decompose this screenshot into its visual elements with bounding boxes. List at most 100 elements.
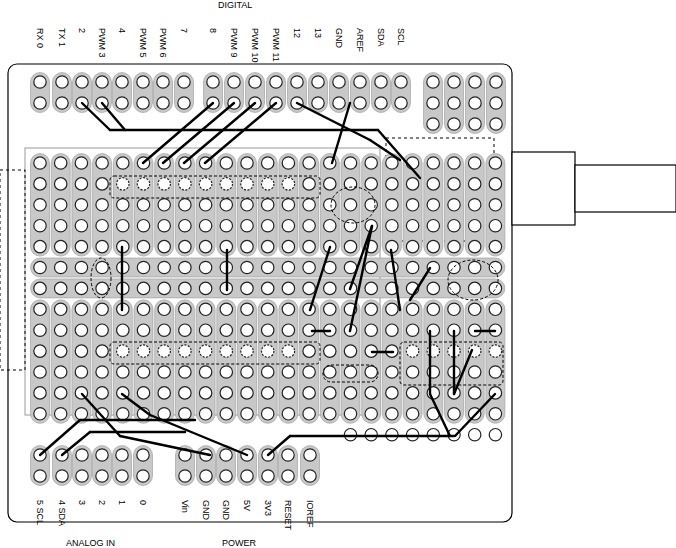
hole (282, 157, 294, 169)
copper-strip (93, 446, 112, 486)
copper-strip (53, 446, 72, 486)
hole (386, 303, 398, 315)
hole (96, 220, 108, 232)
hole (469, 199, 481, 211)
hole (282, 261, 294, 273)
hole (96, 324, 108, 336)
hole (303, 240, 315, 252)
hole (220, 366, 232, 378)
hole (249, 76, 261, 88)
hole (344, 199, 356, 211)
hole (137, 470, 149, 482)
pin-label: SCL (396, 28, 406, 46)
copper-strip (217, 300, 236, 424)
hole (34, 387, 46, 399)
hole (137, 261, 149, 273)
hole (489, 303, 501, 315)
hole (96, 261, 108, 273)
hole (207, 76, 219, 88)
copper-strip (300, 154, 319, 257)
pin-label: PWM 10 (250, 28, 260, 63)
copper-strip (392, 73, 411, 113)
hole (282, 199, 294, 211)
copper-strip (486, 300, 505, 424)
copper-strip (279, 154, 298, 257)
hole (75, 178, 87, 190)
hole (220, 324, 232, 336)
jumper-wire (475, 330, 495, 332)
jumper-wire (410, 268, 430, 300)
bus-strip (31, 279, 505, 298)
hole (34, 324, 46, 336)
hole (427, 76, 439, 88)
hole (303, 178, 315, 190)
hole (76, 76, 88, 88)
hole (333, 76, 345, 88)
component-outline (323, 365, 378, 382)
hole (303, 157, 315, 169)
hole (158, 178, 170, 190)
copper-strip (486, 154, 505, 257)
hole (137, 303, 149, 315)
copper-strip (51, 154, 70, 257)
hole (427, 199, 439, 211)
hole (199, 199, 211, 211)
hole (365, 178, 377, 190)
pin-label: PWM 9 (229, 28, 239, 58)
section-label: ANALOG IN (66, 538, 115, 548)
hole (448, 220, 460, 232)
hole (262, 366, 274, 378)
hole (34, 303, 46, 315)
hole (117, 199, 129, 211)
hole (469, 387, 481, 399)
jumper-wire (62, 432, 90, 455)
copper-strip (175, 300, 194, 424)
hole (270, 76, 282, 88)
component-outline (110, 342, 320, 364)
hole (55, 345, 67, 357)
hole (75, 408, 87, 420)
hole (220, 387, 232, 399)
copper-strip (424, 300, 443, 424)
copper-strip (31, 300, 50, 424)
hole (179, 324, 191, 336)
hole (365, 387, 377, 399)
hole (96, 408, 108, 420)
copper-strip (217, 154, 236, 257)
hole (324, 366, 336, 378)
pin-label: GND (201, 500, 211, 520)
hole (489, 220, 501, 232)
hole (96, 449, 108, 461)
hole (34, 408, 46, 420)
copper-strip (309, 73, 328, 113)
hole (469, 178, 481, 190)
pin-label: 7 (179, 28, 189, 33)
copper-strip (445, 300, 464, 424)
hole (199, 282, 211, 294)
hole (34, 157, 46, 169)
pin-label: 5 SCL (35, 500, 45, 525)
component-outline (331, 187, 375, 223)
hole (427, 240, 439, 252)
copper-strip (197, 446, 216, 486)
copper-strip (445, 154, 464, 257)
copper-strip (93, 300, 112, 424)
footprint-outline (0, 170, 25, 370)
pin-label: PWM 11 (271, 28, 281, 62)
jumper-wire (80, 419, 195, 421)
copper-strip (31, 446, 50, 486)
hole (365, 157, 377, 169)
hole (157, 97, 169, 109)
hole (282, 240, 294, 252)
jumper-wire (205, 103, 276, 163)
copper-strip (279, 300, 298, 424)
jumper-wire (391, 250, 400, 310)
copper-strip (267, 73, 286, 113)
hole (344, 157, 356, 169)
hole (262, 345, 274, 357)
hole (56, 470, 68, 482)
hole (179, 303, 191, 315)
hole (406, 199, 418, 211)
component-outline (400, 342, 503, 385)
